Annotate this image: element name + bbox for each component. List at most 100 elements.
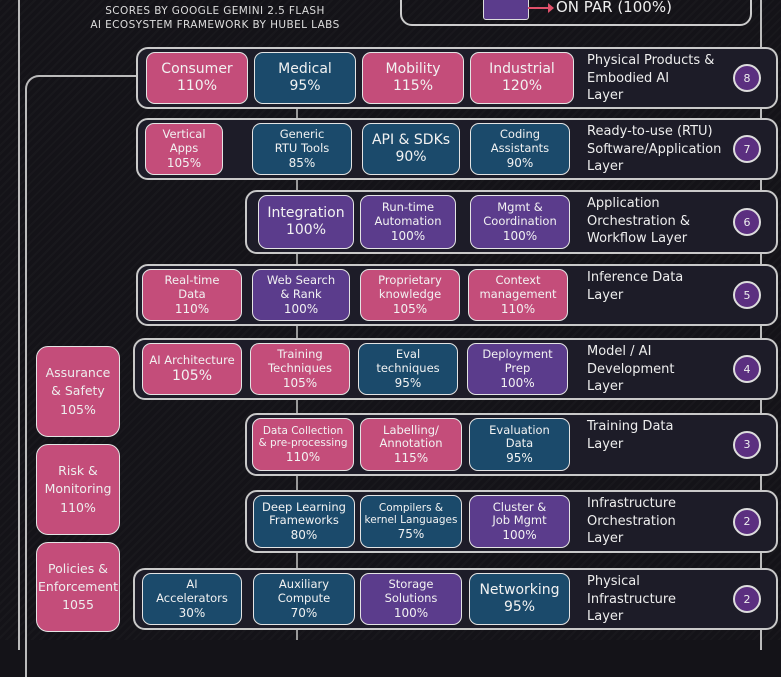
component-label: Labelling/ Annotation [379, 422, 443, 451]
component-score: 95% [506, 451, 533, 466]
component-label: Consumer [161, 61, 233, 78]
layer-number-badge: 4 [733, 355, 761, 383]
component-score: 90% [395, 149, 427, 165]
component-score: 105% [392, 301, 428, 316]
component-label: API & SDKs [371, 132, 451, 149]
component-score: 70% [290, 605, 318, 620]
component-label: Training Techniques [268, 347, 332, 375]
component-label: Data Collection & pre-processing [258, 424, 348, 450]
component-label: Eval techniques [376, 347, 440, 375]
component-score: 100% [393, 605, 429, 620]
layer-number-badge: 6 [733, 208, 761, 236]
cross-cutting-label: Assurance & Safety [45, 365, 111, 399]
cross-cutting-label: Policies & Enforcement [38, 560, 118, 594]
connector-line [25, 75, 139, 677]
layer-number-badge: 5 [733, 281, 761, 309]
component-score: 110% [285, 449, 321, 464]
layer-name: Ready-to-use (RTU) Software/Application … [587, 124, 722, 175]
layer-name: Infrastructure Orchestration Layer [587, 496, 676, 547]
component-label: Networking [479, 582, 560, 599]
cross-cutting-box[interactable]: Policies & Enforcement 1055 [36, 542, 120, 632]
layer-number-badge: 2 [733, 585, 761, 613]
component-score: 105% [166, 155, 202, 170]
layer-number-badge: 8 [733, 64, 761, 92]
component-label: Auxiliary Compute [277, 577, 331, 605]
component-label: Run-time Automation [374, 200, 442, 228]
component-label: Compilers & kernel Languages [364, 501, 458, 527]
component-score: 95% [289, 78, 321, 94]
header-line-2: AI ECOSYSTEM FRAMEWORK BY HUBEL LABS [90, 19, 340, 31]
component-label: Deployment Prep [482, 347, 553, 375]
layer-name: Application Orchestration & Workflow Lay… [587, 196, 691, 247]
component-label: Evaluation Data [489, 422, 550, 451]
component-label: Deep Learning Frameworks [262, 499, 346, 528]
legend-box [400, 0, 752, 26]
component-label: Mgmt & Coordination [483, 200, 557, 228]
component-score: 100% [285, 222, 327, 238]
component-score: 110% [174, 301, 210, 316]
component-label: Real-time Data [164, 273, 220, 301]
legend-label: ON PAR (100%) [556, 0, 672, 16]
layer-number-badge: 3 [733, 430, 761, 459]
component-label: Industrial [489, 61, 555, 78]
component-label: Integration [267, 205, 345, 222]
component-score: 100% [500, 375, 535, 390]
component-label: AI Architecture [149, 352, 235, 367]
component-score: 100% [390, 228, 426, 243]
component-label: Storage Solutions [384, 577, 438, 605]
component-score: 105% [171, 367, 213, 384]
component-score: 80% [290, 528, 318, 543]
component-score: 100% [283, 301, 319, 316]
component-score: 85% [288, 155, 316, 170]
legend-swatch-on-par [483, 0, 529, 20]
component-score: 95% [503, 599, 536, 615]
component-score: 100% [502, 528, 537, 543]
component-score: 95% [394, 375, 422, 390]
cross-cutting-score: 110% [60, 499, 96, 515]
legend-arrow-icon [528, 3, 554, 13]
layer-number-badge: 7 [733, 135, 761, 163]
component-score: 105% [282, 375, 318, 390]
component-score: 90% [506, 155, 534, 170]
component-score: 75% [397, 526, 425, 541]
component-score: 115% [392, 78, 434, 94]
component-score: 115% [393, 451, 429, 466]
component-label: Mobility [385, 61, 441, 78]
component-label: Proprietary knowledge [378, 273, 442, 301]
component-score: 30% [178, 605, 206, 620]
component-score: 120% [501, 78, 543, 94]
cross-cutting-score: 1055 [62, 597, 94, 613]
layer-name: Physical Products & Embodied AI Layer [587, 53, 715, 104]
